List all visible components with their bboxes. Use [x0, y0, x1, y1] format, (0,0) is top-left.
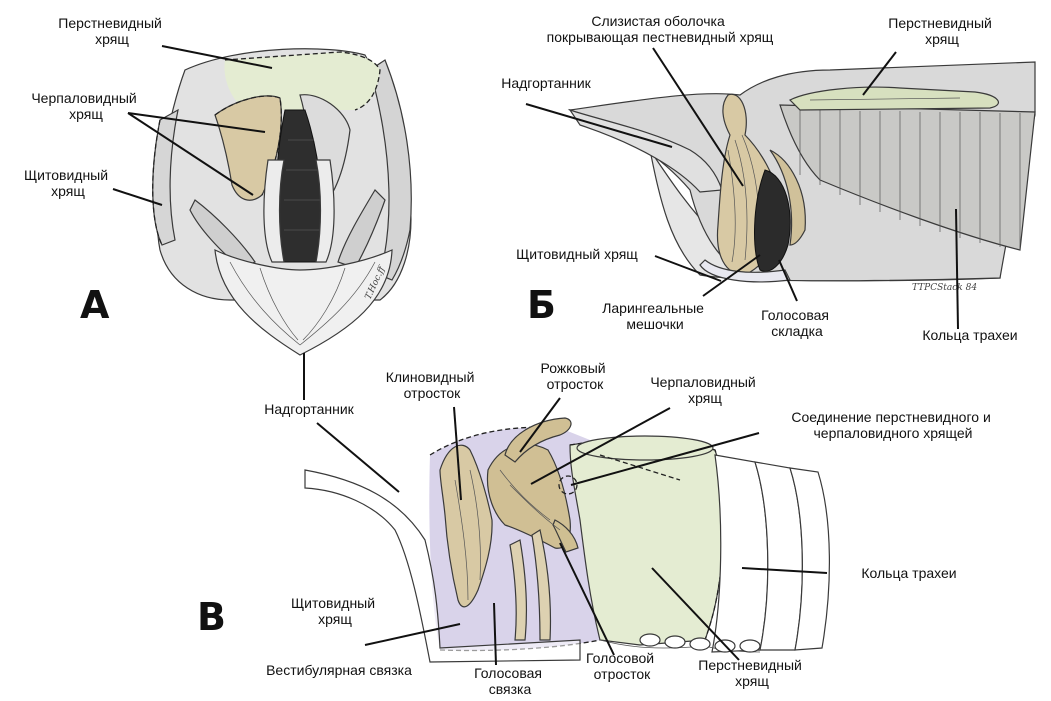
label-b-mucosa: Слизистая оболочка покрывающая пестневид… [547, 13, 774, 45]
label-a-arytenoid: Черпаловидный хрящ [31, 90, 140, 122]
label-c-vocal-ligament: Голосовая связка [474, 665, 546, 697]
label-c-cuneiform: Клиновидный отросток [386, 369, 479, 401]
panel-b-signature: TTPCStack 84 [912, 283, 977, 293]
label-b-cricoid: Перстневидный хрящ [888, 15, 996, 47]
label-b-thyroid: Щитовидный хрящ [516, 246, 638, 262]
label-b-vocal-fold: Голосовая складка [761, 307, 833, 339]
panel-c-letter: В [197, 595, 226, 639]
panel-a-illustration: T.Hoc.ff [152, 48, 412, 356]
label-c-trachea: Кольца трахеи [861, 565, 956, 581]
label-c-vocal-process: Голосовой отросток [586, 650, 658, 682]
label-b-epiglottis: Надгортанник [501, 75, 591, 91]
label-a-thyroid: Щитовидный хрящ [24, 167, 112, 199]
label-c-thyroid: Щитовидный хрящ [291, 595, 379, 627]
label-c-arytenoid: Черпаловидный хрящ [650, 374, 759, 406]
label-a-cricoid: Перстневидный хрящ [58, 15, 166, 47]
label-b-trachea: Кольца трахеи [922, 327, 1017, 343]
label-c-joint: Соединение перстневидного и черпаловидно… [791, 409, 994, 441]
label-c-corniculate: Рожковый отросток [541, 360, 610, 392]
panel-a-letter: А [80, 283, 110, 327]
panel-c-illustration [304, 417, 830, 663]
label-c-vestibular: Вестибулярная связка [266, 662, 412, 678]
label-b-saccules: Ларингеальные мешочки [602, 300, 708, 332]
label-c-cricoid: Перстневидный хрящ [698, 657, 806, 689]
leader-lines [112, 45, 959, 666]
panel-b-letter: Б [527, 283, 556, 327]
label-a-epiglottis: Надгортанник [264, 401, 354, 417]
panel-b-illustration: TTPCStack 84 [567, 61, 1036, 293]
